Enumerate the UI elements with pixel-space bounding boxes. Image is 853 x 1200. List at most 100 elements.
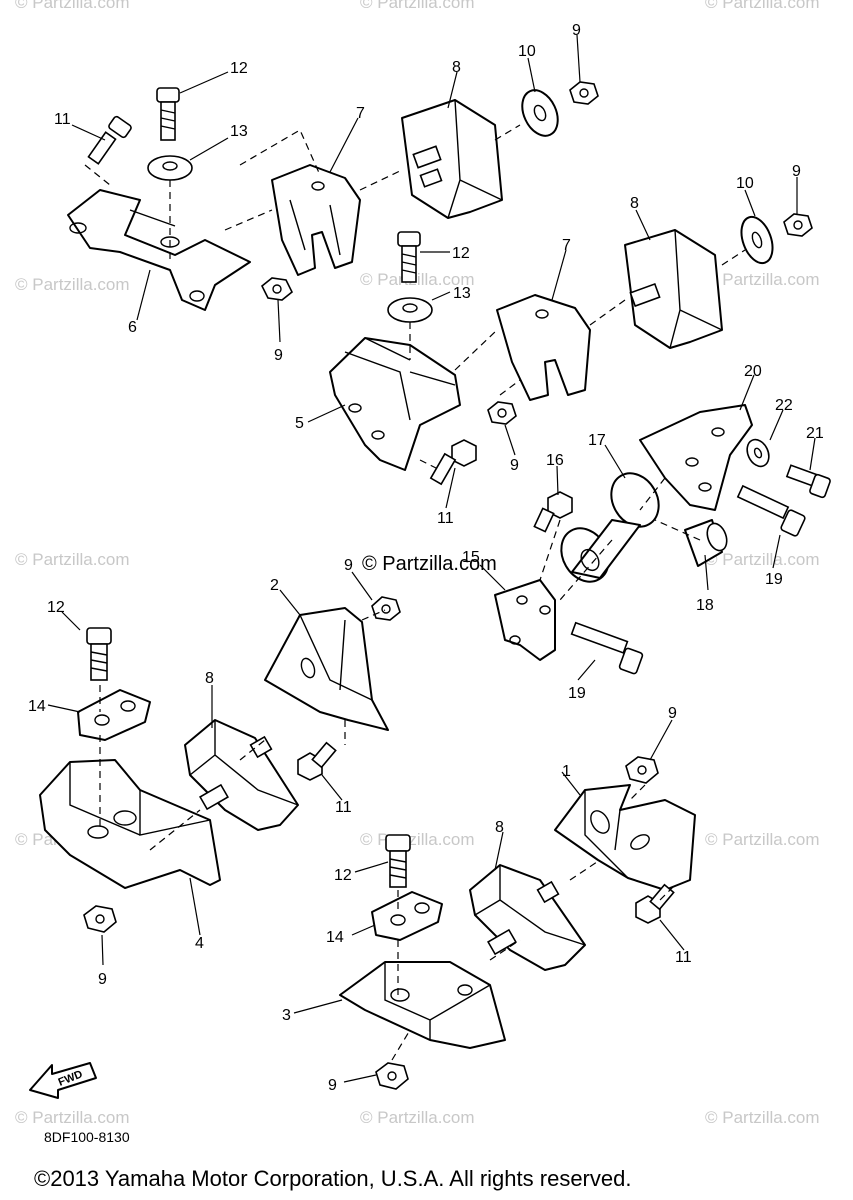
watermark-text: © Partzilla.com bbox=[705, 0, 820, 12]
callout-19: 19 bbox=[765, 571, 783, 588]
bracket-7-upper bbox=[271, 164, 361, 276]
bolt-11-lower-left bbox=[297, 741, 337, 781]
watermark-text: © Partzilla.com bbox=[705, 550, 820, 569]
washer-13-upper-left bbox=[147, 155, 193, 181]
watermark-text: © Partzilla.com bbox=[15, 275, 130, 294]
plate-14-lower-left bbox=[77, 689, 151, 741]
watermark-text: © Partzilla.com bbox=[705, 830, 820, 849]
callout-4: 4 bbox=[195, 935, 204, 952]
callout-11: 11 bbox=[54, 111, 71, 128]
callout-12: 12 bbox=[334, 867, 352, 884]
nut-9-middle bbox=[487, 401, 517, 425]
callout-numbers: 1 2 3 4 5 6 7 7 8 8 8 8 9 9 9 9 9 9 9 9 … bbox=[28, 22, 824, 1094]
watermark-text: © Partzilla.com bbox=[360, 830, 475, 849]
engine-mount-8-lower-left bbox=[184, 719, 299, 831]
bolt-19-upper bbox=[736, 484, 806, 537]
bracket-6 bbox=[67, 189, 251, 311]
callout-22: 22 bbox=[775, 397, 793, 414]
bracket-15 bbox=[494, 579, 556, 661]
callout-8: 8 bbox=[495, 819, 504, 836]
callout-17: 17 bbox=[588, 432, 606, 449]
engine-mount-8-lower-right bbox=[469, 864, 586, 971]
callout-13: 13 bbox=[453, 285, 471, 302]
callout-21: 21 bbox=[806, 425, 824, 442]
callout-7: 7 bbox=[356, 105, 365, 122]
callout-12: 12 bbox=[452, 245, 470, 262]
callout-3: 3 bbox=[282, 1007, 291, 1024]
callout-8: 8 bbox=[452, 59, 461, 76]
bracket-3 bbox=[339, 961, 506, 1049]
fwd-arrow-icon: FWD bbox=[29, 1062, 97, 1099]
callout-9: 9 bbox=[668, 705, 677, 722]
watermark-text: © Partzilla.com bbox=[705, 270, 820, 289]
nut-9-lower-right-upper bbox=[625, 756, 659, 784]
callout-8: 8 bbox=[630, 195, 639, 212]
diagram-code: 8DF100-8130 bbox=[44, 1129, 130, 1145]
copyright-notice: ©2013 Yamaha Motor Corporation, U.S.A. A… bbox=[34, 1166, 631, 1191]
callout-19: 19 bbox=[568, 685, 586, 702]
bolt-12-lower-right bbox=[385, 834, 411, 888]
bracket-7-middle bbox=[496, 294, 591, 401]
bolt-11-upper-left bbox=[87, 115, 132, 165]
washer-22 bbox=[746, 438, 770, 468]
callout-2: 2 bbox=[270, 577, 279, 594]
watermark-text: © Partzilla.com bbox=[15, 0, 130, 12]
callout-12: 12 bbox=[230, 60, 248, 77]
callout-9: 9 bbox=[510, 457, 519, 474]
callout-20: 20 bbox=[744, 363, 762, 380]
plate-14-lower-right bbox=[371, 891, 443, 941]
callout-9: 9 bbox=[328, 1077, 337, 1094]
callout-12: 12 bbox=[47, 599, 65, 616]
callout-8: 8 bbox=[205, 670, 214, 687]
engine-mount-8-upper bbox=[401, 99, 503, 219]
watermark-text: © Partzilla.com bbox=[705, 1108, 820, 1127]
bolt-12-middle bbox=[397, 231, 421, 283]
callout-11: 11 bbox=[335, 799, 352, 816]
washer-13-middle bbox=[387, 297, 433, 323]
callout-9: 9 bbox=[98, 971, 107, 988]
watermark-text-center: © Partzilla.com bbox=[362, 553, 497, 575]
watermark-text: © Partzilla.com bbox=[360, 0, 475, 12]
watermark-text: © Partzilla.com bbox=[15, 1108, 130, 1127]
callout-11: 11 bbox=[437, 510, 454, 527]
nut-9-upper bbox=[569, 81, 599, 105]
bolt-16 bbox=[533, 491, 573, 533]
bolt-12-upper-left bbox=[156, 87, 180, 141]
bracket-20 bbox=[639, 404, 753, 511]
watermark-text: © Partzilla.com bbox=[15, 550, 130, 569]
bolt-19-lower bbox=[570, 621, 644, 675]
bolt-11-middle bbox=[429, 439, 477, 486]
bracket-5 bbox=[329, 337, 461, 471]
nut-9-lower-right bbox=[375, 1062, 409, 1090]
washer-10-middle bbox=[740, 215, 774, 265]
watermark-text: © Partzilla.com bbox=[360, 1108, 475, 1127]
callout-14: 14 bbox=[326, 929, 344, 946]
bracket-4 bbox=[39, 759, 221, 889]
callout-6: 6 bbox=[128, 319, 137, 336]
callout-18: 18 bbox=[696, 597, 714, 614]
link-rod-17 bbox=[560, 472, 660, 583]
callout-1: 1 bbox=[562, 763, 571, 780]
callout-9: 9 bbox=[792, 163, 801, 180]
watermark-text: © Partzilla.com bbox=[360, 270, 475, 289]
nut-9-lower-left bbox=[83, 905, 117, 933]
bracket-1 bbox=[554, 784, 696, 891]
bolt-11-lower-right bbox=[635, 883, 675, 924]
leader-lines bbox=[47, 34, 816, 1083]
washer-10-upper bbox=[521, 89, 559, 137]
nut-9-upper-left bbox=[260, 277, 294, 301]
bushing-18 bbox=[684, 519, 728, 567]
engine-mount-8-middle bbox=[624, 229, 723, 349]
callout-10: 10 bbox=[736, 175, 754, 192]
callout-9: 9 bbox=[572, 22, 581, 39]
callout-7: 7 bbox=[562, 237, 571, 254]
callout-15: 15 bbox=[462, 549, 480, 566]
nut-9-lower-left-upper bbox=[371, 596, 401, 621]
callout-5: 5 bbox=[295, 415, 304, 432]
callout-13: 13 bbox=[230, 123, 248, 140]
callout-9: 9 bbox=[274, 347, 283, 364]
bracket-2 bbox=[264, 607, 389, 731]
callout-9: 9 bbox=[344, 557, 353, 574]
